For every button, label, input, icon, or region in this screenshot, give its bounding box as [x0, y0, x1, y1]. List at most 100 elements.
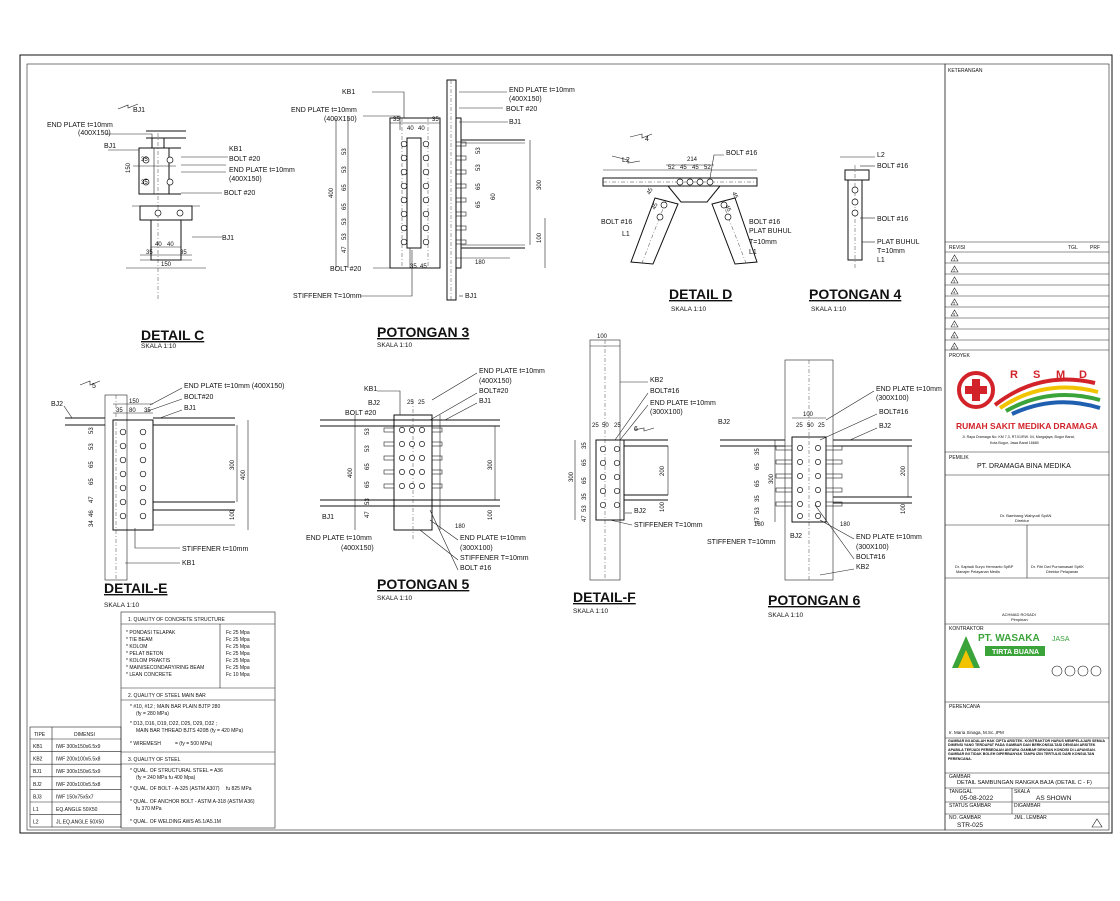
- svg-text:180: 180: [455, 524, 466, 530]
- p3-stiffener: STIFFENER T=10mm: [293, 293, 362, 300]
- bolt-icon: [419, 441, 425, 447]
- svg-text:65: 65: [476, 183, 482, 190]
- svg-text:47: 47: [582, 515, 588, 522]
- p5-endplate-1: END PLATE t=10mm: [479, 368, 545, 375]
- notes-header-1: 1. QUALITY OF CONCRETE STRUCTURE: [128, 617, 226, 623]
- bolt-icon: [400, 210, 408, 218]
- bolt-icon: [422, 238, 430, 246]
- svg-text:25: 25: [796, 423, 803, 429]
- bolt-icon: [400, 196, 408, 204]
- bolt-shank-icon: [383, 483, 395, 489]
- svg-text:300: 300: [569, 471, 575, 482]
- notes-item: * WIREMESH: [130, 741, 161, 747]
- bolt-icon: [422, 140, 430, 148]
- bolt-shank-icon: [431, 441, 443, 447]
- bolt-icon: [409, 455, 415, 461]
- bolt-icon: [419, 483, 425, 489]
- logo-name: RUMAH SAKIT MEDIKA DRAMAGA: [956, 421, 1098, 431]
- svg-text:65: 65: [342, 184, 348, 191]
- profile-row-dimensi: JL.EQ.ANGLE 50X50: [56, 820, 104, 826]
- profile-row-tipe: BJ1: [33, 769, 42, 775]
- bolt-icon: [399, 427, 405, 433]
- revision-triangle-icon: [950, 298, 959, 306]
- bolt-icon: [409, 469, 415, 475]
- revision-triangle-icon: [950, 342, 959, 350]
- svg-text:300: 300: [537, 179, 543, 190]
- svg-text:65: 65: [582, 477, 588, 484]
- bolt-icon: [815, 513, 821, 519]
- notes-value: Fc 25 Mpa: [226, 651, 250, 657]
- profile-row-tipe: KB1: [33, 744, 43, 750]
- rsmd-logo: R S M D RUMAH SAKIT MEDIKA DRAMAGA Jl. R…: [956, 369, 1101, 445]
- detail-f-endplate-size: (300X100): [650, 409, 683, 416]
- notes-value: fu 825 MPa: [226, 786, 252, 792]
- svg-text:25: 25: [407, 400, 414, 406]
- notes-item: * KOLOM: [126, 644, 147, 650]
- notes-value: (fy = 280 MPa): [136, 711, 169, 717]
- bolt-icon: [422, 168, 430, 176]
- potongan-4: L2 BOLT #16 BOLT #16 PLAT BUHUL T=10mm L…: [809, 152, 920, 313]
- revisi-prf: PRF: [1090, 245, 1100, 251]
- svg-text:52: 52: [704, 165, 711, 171]
- notes-value: fu 370 MPa: [136, 806, 162, 812]
- outer-border: [19, 54, 1113, 834]
- svg-text:100: 100: [230, 509, 236, 520]
- svg-text:45: 45: [651, 202, 660, 211]
- kontraktor-name: PT. WASAKA: [978, 633, 1040, 644]
- bolt-icon: [815, 445, 821, 451]
- svg-text:46: 46: [89, 510, 95, 517]
- potongan-6: END PLATE t=10mm (300X100) BOLT#16 BJ2 B…: [707, 359, 942, 619]
- p5-endplate-3: END PLATE t=10mm: [460, 535, 526, 542]
- profile-header-tipe: TIPE: [34, 732, 46, 738]
- bolt-icon: [409, 483, 415, 489]
- tanggal-label: TANGGAL: [949, 789, 973, 795]
- revision-triangle-icon: [950, 331, 959, 339]
- detail-c-title: DETAIL C: [141, 327, 204, 343]
- potongan-6-title: POTONGAN 6: [768, 592, 861, 608]
- svg-text:53: 53: [342, 218, 348, 225]
- bolt-icon: [422, 182, 430, 190]
- detail-d-bolt-left: BOLT #16: [601, 219, 632, 226]
- detail-c: BJ1 END PLATE t=10mm (400X150) BJ1 KB1 B…: [47, 103, 295, 350]
- svg-text:53: 53: [89, 443, 95, 450]
- bolt-icon: [815, 459, 821, 465]
- bolt-icon: [797, 473, 803, 479]
- detail-d-l1-right: L1: [749, 249, 757, 256]
- svg-text:53: 53: [582, 505, 588, 512]
- bolt-icon: [419, 427, 425, 433]
- notes-item: * MAIN/SECONDARY/RING BEAM: [126, 665, 204, 671]
- revision-number: 5: [953, 301, 955, 305]
- svg-text:65: 65: [89, 461, 95, 468]
- revision-triangle-icon: [950, 309, 959, 317]
- bolt-icon: [422, 196, 430, 204]
- svg-text:40: 40: [155, 242, 162, 248]
- p6-bolt-2: BOLT#16: [856, 554, 886, 561]
- profile-row-dimensi: IWF 300x150x6.5x9: [56, 769, 101, 775]
- pemilik-name: PT. DRAMAGA BINA MEDIKA: [977, 463, 1071, 470]
- detail-c-bolt-1: BOLT #20: [229, 156, 260, 163]
- svg-text:53: 53: [342, 166, 348, 173]
- detail-c-endplate-size: (400X150): [78, 130, 111, 137]
- p5-endplate-2-size: (400X150): [341, 545, 374, 552]
- detail-c-bolt-2: BOLT #20: [224, 190, 255, 197]
- revision-number: 7: [953, 323, 955, 327]
- profile-row-dimensi: IWF 200x100x5.5x8: [56, 782, 101, 788]
- bolt-icon: [422, 224, 430, 232]
- p5-endplate-3-size: (300X100): [460, 545, 493, 552]
- svg-text:35: 35: [146, 250, 153, 256]
- svg-text:180: 180: [475, 260, 486, 266]
- signatory-mid-role: Pimpinan: [1011, 617, 1028, 622]
- notes-value: Fc 10 Mpa: [226, 672, 250, 678]
- bolt-shank-icon: [825, 459, 843, 465]
- bolt-icon: [139, 512, 147, 520]
- notes-item: * #10, #12 ; MAIN BAR PLAIN BJTP 280: [130, 704, 220, 710]
- bolt-shank-icon: [383, 469, 395, 475]
- bolt-shank-icon: [383, 427, 395, 433]
- digambar-label: DIGAMBAR: [1014, 803, 1041, 809]
- svg-text:35: 35: [116, 408, 123, 414]
- profile-row-tipe: KB2: [33, 757, 43, 763]
- svg-text:100: 100: [488, 509, 494, 520]
- notes-value: Fc 25 Mpa: [226, 644, 250, 650]
- svg-text:40: 40: [167, 242, 174, 248]
